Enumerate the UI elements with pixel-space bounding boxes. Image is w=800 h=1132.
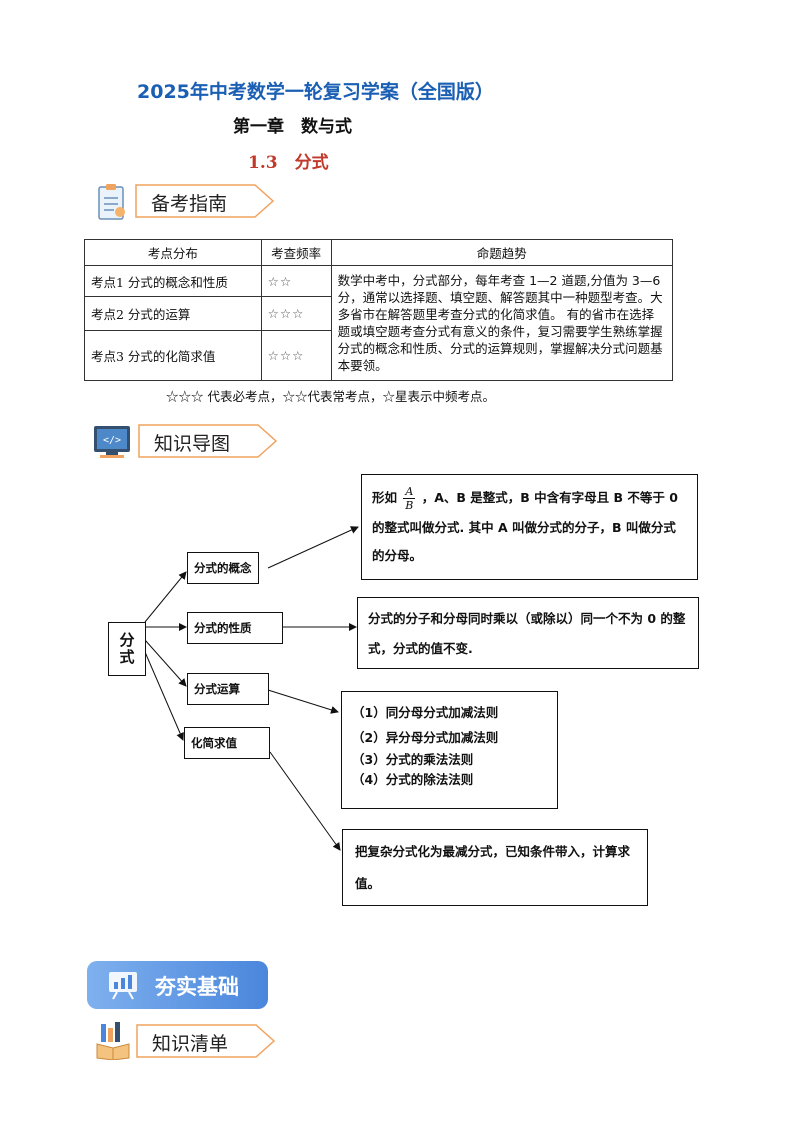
concept-line-2: 的整式叫做分式. 其中 A 叫做分式的分子，B 叫做分式 — [372, 520, 676, 535]
concept-line-1: 形如 A B ，A、B 是整式，B 中含有字母且 B 不等于 0 — [372, 483, 687, 513]
table-row: 考点1 分式的概念和性质 ☆☆ 数学中考中，分式部分，每年考查 1—2 道题,分… — [84, 265, 674, 381]
document-title: 2025年中考数学一轮复习学案（全国版） — [137, 81, 494, 103]
banner-mindmap: 知识导图 — [138, 424, 278, 458]
chart-board-icon — [107, 970, 139, 1004]
node-simplify: 化简求值 — [184, 727, 270, 759]
banner-guide-label: 备考指南 — [151, 193, 228, 215]
fraction-a-over-b: A B — [403, 485, 416, 512]
banner-foundation-label: 夯实基础 — [155, 975, 239, 999]
node-concept-label: 分式的概念 — [194, 561, 252, 575]
concept-prefix: 形如 — [372, 490, 398, 505]
property-description-box: 分式的分子和分母同时乘以（或除以）同一个不为 0 的整式，分式的值不变. — [357, 597, 699, 669]
table-row: 考点3 分式的化简求值 ☆☆☆ — [84, 330, 673, 381]
book-icon — [95, 1020, 131, 1061]
topic-cell: 考点1 分式的概念和性质 — [84, 265, 262, 297]
frequency-cell: ☆☆ — [260, 265, 332, 297]
table-header: 考查频率 — [260, 239, 332, 266]
topic-cell: 考点2 分式的运算 — [84, 296, 262, 331]
node-property-label: 分式的性质 — [194, 621, 252, 635]
banner-foundation: 夯实基础 — [87, 961, 268, 1009]
concept-description-box: 形如 A B ，A、B 是整式，B 中含有字母且 B 不等于 0 的整式叫做分式… — [361, 474, 698, 580]
mindmap-root-label: 分式 — [117, 632, 136, 666]
svg-text:</>: </> — [103, 435, 121, 446]
code-monitor-icon: </> — [92, 421, 132, 461]
banner-checklist: 知识清单 — [136, 1024, 276, 1058]
table-header: 命题趋势 — [330, 239, 674, 266]
trend-cell: 数学中考中，分式部分，每年考查 1—2 道题,分值为 3—6 分，通常以选择题、… — [330, 265, 674, 381]
banner-guide: 备考指南 — [135, 184, 275, 218]
node-operation-label: 分式运算 — [194, 682, 240, 696]
simplify-description: 把复杂分式化为最减分式，已知条件带入，计算求值。 — [355, 844, 631, 891]
mindmap-root: 分式 — [108, 622, 146, 676]
simplify-description-box: 把复杂分式化为最减分式，已知条件带入，计算求值。 — [342, 829, 648, 906]
exam-guide-table: 考点分布 考查频率 命题趋势 考点1 分式的概念和性质 ☆☆ 数学中考中，分式部… — [84, 239, 674, 381]
clipboard-icon — [96, 182, 128, 222]
rule-item: （1）同分母分式加减法则 — [352, 705, 499, 720]
concept-line-3: 的分母。 — [372, 548, 423, 563]
chapter-title: 第一章 数与式 — [233, 117, 352, 137]
banner-mindmap-label: 知识导图 — [154, 433, 231, 455]
node-concept: 分式的概念 — [187, 552, 259, 584]
frequency-cell: ☆☆☆ — [260, 296, 332, 331]
rule-item: （4）分式的除法法则 — [352, 772, 474, 787]
star-legend-note: ☆☆☆ 代表必考点，☆☆代表常考点，☆星表示中频考点。 — [166, 389, 495, 404]
topic-cell: 考点3 分式的化简求值 — [84, 330, 262, 381]
node-simplify-label: 化简求值 — [191, 736, 237, 750]
property-description: 分式的分子和分母同时乘以（或除以）同一个不为 0 的整式，分式的值不变. — [368, 611, 686, 656]
table-row: 考点2 分式的运算 ☆☆☆ — [84, 296, 673, 331]
frequency-cell: ☆☆☆ — [260, 330, 332, 381]
fraction-numerator: A — [403, 485, 416, 499]
section-title: 1.3 分式 — [248, 153, 329, 173]
rule-item: （2）异分母分式加减法则 — [352, 730, 499, 745]
table-header-row: 考点分布 考查频率 命题趋势 — [84, 239, 674, 266]
operation-rules-box: （1）同分母分式加减法则 （2）异分母分式加减法则 （3）分式的乘法法则 （4）… — [341, 691, 558, 809]
concept-line-1-text: ，A、B 是整式，B 中含有字母且 B 不等于 0 — [421, 490, 678, 505]
fraction-denominator: B — [405, 499, 414, 512]
node-property: 分式的性质 — [187, 612, 283, 644]
node-operation: 分式运算 — [187, 673, 269, 705]
rule-item: （3）分式的乘法法则 — [352, 752, 474, 767]
table-header: 考点分布 — [84, 239, 262, 266]
banner-checklist-label: 知识清单 — [152, 1033, 229, 1055]
